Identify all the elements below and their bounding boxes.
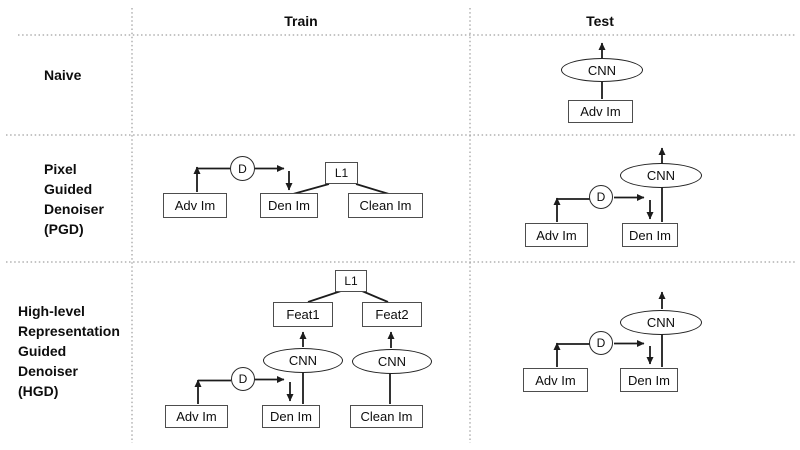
row-label-line: Pixel — [44, 161, 77, 177]
cnn-ellipse: CNN — [620, 163, 702, 188]
den-im-box: Den Im — [260, 193, 318, 218]
adv-im-box: Adv Im — [525, 223, 588, 247]
d-circle: D — [589, 331, 613, 355]
l1-box: L1 — [325, 162, 358, 184]
cnn-ellipse: CNN — [561, 58, 643, 82]
connector-line — [292, 183, 330, 195]
den-im-box: Den Im — [262, 405, 320, 428]
d-circle: D — [230, 156, 255, 181]
l1-box: L1 — [335, 270, 367, 292]
row-label-line: Representation — [18, 323, 120, 339]
adv-im-box: Adv Im — [163, 193, 227, 218]
adv-im-box: Adv Im — [523, 368, 588, 392]
column-header-train: Train — [284, 13, 318, 29]
row-label-line: Naive — [44, 67, 82, 83]
row-label-line: (HGD) — [18, 383, 59, 399]
clean-im-box: Clean Im — [348, 193, 423, 218]
feat2-box: Feat2 — [362, 302, 422, 327]
clean-im-box: Clean Im — [350, 405, 423, 428]
cnn-ellipse: CNN — [352, 349, 432, 374]
cnn-ellipse: CNN — [620, 310, 702, 335]
connector-line — [361, 290, 389, 303]
connector-lines — [193, 42, 666, 404]
row-label-line: Denoiser — [18, 363, 78, 379]
connector-line — [355, 183, 390, 195]
row-label-line: High-level — [18, 303, 85, 319]
feat1-box: Feat1 — [273, 302, 333, 327]
row-label-pgd: Pixel Guided Denoiser (PGD) — [44, 159, 104, 239]
connector-line — [307, 290, 342, 303]
d-circle: D — [231, 367, 255, 391]
den-im-box: Den Im — [622, 223, 678, 247]
den-im-box: Den Im — [620, 368, 678, 392]
row-label-line: Denoiser — [44, 201, 104, 217]
row-label-line: Guided — [18, 343, 67, 359]
d-circle: D — [589, 185, 613, 209]
cnn-ellipse: CNN — [263, 348, 343, 373]
row-label-naive: Naive — [44, 65, 81, 85]
adv-im-box: Adv Im — [568, 100, 633, 123]
row-label-hgd: High-level Representation Guided Denoise… — [18, 301, 120, 401]
adv-im-box: Adv Im — [165, 405, 228, 428]
row-label-line: (PGD) — [44, 221, 84, 237]
row-label-line: Guided — [44, 181, 93, 197]
grid-lines — [6, 8, 795, 443]
column-header-test: Test — [586, 13, 614, 29]
